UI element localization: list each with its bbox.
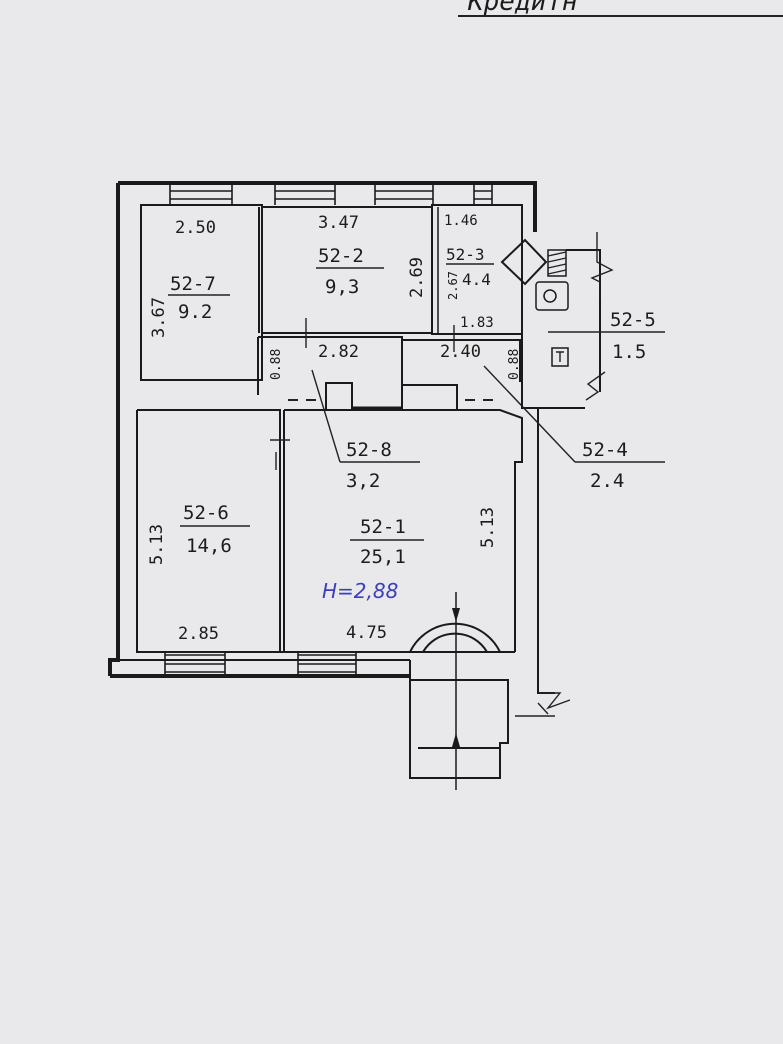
room-52-6-id: 52-6 <box>183 502 229 524</box>
entrance-arrow-top <box>452 608 460 622</box>
room-52-3-id: 52-3 <box>446 245 485 264</box>
room-52-6-wall-mark <box>270 439 290 470</box>
room-52-8-length: 0.88 <box>269 349 284 380</box>
utility-extension <box>522 249 601 409</box>
room-52-4-area: 2.4 <box>590 470 624 492</box>
room-52-8-width: 2.82 <box>318 342 359 362</box>
room-52-4-id: 52-4 <box>582 439 628 461</box>
room-52-1-length: 5.13 <box>478 507 498 548</box>
room-52-7-length: 3.67 <box>149 297 169 338</box>
toilet-bowl <box>543 289 557 303</box>
entrance-arrow-bottom <box>452 733 460 747</box>
floor-plan <box>108 181 665 790</box>
room-52-4-leader <box>483 365 576 463</box>
room-52-3-area: 4.4 <box>462 270 491 289</box>
wardrobe <box>325 382 353 410</box>
riser-duct <box>500 238 548 286</box>
ceiling-height: H=2,88 <box>322 579 398 603</box>
room-52-7-width: 2.50 <box>175 218 216 238</box>
break-line-bottom <box>515 692 571 717</box>
room-52-8-area: 3,2 <box>346 470 380 492</box>
labels: 2.50 52-7 9.2 3.67 3.47 52-2 9,3 2.69 1.… <box>147 213 656 644</box>
corridor-step <box>402 384 458 411</box>
entrance-arch-inner <box>422 632 488 653</box>
room-52-5-area: 1.5 <box>612 341 646 363</box>
room-52-4-width: 2.40 <box>440 342 481 362</box>
room-52-1-area: 25,1 <box>360 546 406 568</box>
room-52-2-id: 52-2 <box>318 245 364 267</box>
room-52-7-area: 9.2 <box>178 301 212 323</box>
break-line-top <box>590 232 614 300</box>
window-bottom-1 <box>164 652 226 676</box>
break-line-mid <box>585 371 606 401</box>
room-52-3-length: 2.67 <box>446 271 460 300</box>
room-52-6-area: 14,6 <box>186 535 232 557</box>
hatched-shaft-fill <box>547 251 567 275</box>
window-top-2 <box>274 182 336 205</box>
room-52-1-outline <box>284 409 523 652</box>
room-52-6-width: 2.85 <box>178 624 219 644</box>
room-52-2-width: 3.47 <box>318 213 359 233</box>
sink <box>551 347 569 367</box>
room-52-8-leader <box>311 369 341 463</box>
room-52-6-length: 5.13 <box>147 524 167 565</box>
toilet <box>535 281 569 311</box>
room-52-5-id: 52-5 <box>610 309 656 331</box>
room-52-3-width: 1.46 <box>444 213 478 229</box>
room-52-2-length: 2.69 <box>407 257 427 298</box>
window-top-3 <box>374 182 434 205</box>
room-52-7-id: 52-7 <box>170 273 216 295</box>
room-52-1-width: 4.75 <box>346 623 387 643</box>
room-52-8-id: 52-8 <box>346 439 392 461</box>
room-52-1-id: 52-1 <box>360 516 406 538</box>
header-fragment: Кредитн <box>467 0 578 17</box>
room-52-3-extra: 1.83 <box>460 315 494 331</box>
sink-symbol <box>556 351 564 362</box>
window-top-4 <box>473 182 493 205</box>
window-bottom-2 <box>297 652 357 676</box>
room-52-5-outline <box>521 232 555 694</box>
hatched-shaft <box>547 249 567 277</box>
outer-wall <box>108 181 537 676</box>
entrance-arch-outer <box>409 622 501 653</box>
room-52-6-outline <box>137 409 281 652</box>
window-top-1 <box>169 182 233 205</box>
room-52-4-length: 0.88 <box>507 349 522 380</box>
room-52-4-outline <box>403 339 521 382</box>
room-52-2-area: 9,3 <box>325 276 359 298</box>
entrance-vestibule <box>409 660 509 779</box>
